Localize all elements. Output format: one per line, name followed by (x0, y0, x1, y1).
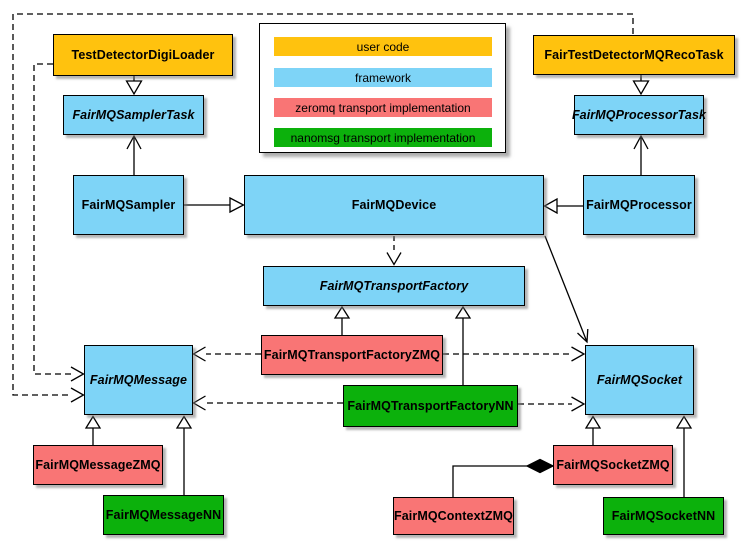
edge-digiloader-message-dependency (33, 63, 85, 382)
edge-socketzmq-socket-inheritance (584, 415, 602, 445)
edge-processor-device-inheritance (543, 197, 583, 215)
node-fairmq-context-zmq: FairMQContextZMQ (393, 497, 514, 535)
node-fairmq-device: FairMQDevice (244, 175, 544, 235)
node-label: FairMQMessageZMQ (35, 458, 161, 472)
edge-digiloader-samplertask-inheritance (125, 76, 143, 96)
node-label: FairMQTransportFactoryZMQ (263, 348, 441, 362)
edge-device-socket-association (544, 235, 589, 344)
node-fairmq-message-zmq: FairMQMessageZMQ (33, 445, 163, 485)
node-label: FairMQProcessor (586, 198, 692, 212)
edge-messagezmq-message-inheritance (84, 415, 102, 445)
edge-recotask-processortask-inheritance (632, 75, 650, 96)
node-label: FairMQSocketZMQ (556, 458, 670, 472)
node-label: FairMQSampler (81, 198, 176, 212)
edge-factoryzmq-message-dependency (192, 346, 261, 362)
legend-item-user-code: user code (274, 37, 492, 56)
edge-processor-processortask-association (633, 134, 649, 175)
edge-factorynn-factory-inheritance (454, 305, 472, 385)
edge-socketnn-socket-inheritance (675, 415, 693, 497)
node-label: FairMQSocket (596, 373, 683, 387)
node-fairmq-processor: FairMQProcessor (583, 175, 695, 235)
node-label: FairTestDetectorMQRecoTask (544, 48, 724, 62)
node-label: FairMQTransportFactoryNN (347, 399, 514, 413)
node-label: FairMQMessageNN (105, 508, 222, 522)
edge-socketzmq-contextzmq-composition (452, 458, 555, 497)
node-fairmq-message-nn: FairMQMessageNN (103, 495, 224, 535)
node-fairmq-message: FairMQMessage (84, 345, 193, 415)
edge-messagenn-message-inheritance (175, 415, 193, 495)
node-label: FairMQMessage (89, 373, 188, 387)
edge-recotask-message-dependency (12, 13, 634, 403)
legend-label: user code (356, 39, 410, 54)
node-fairmq-processor-task: FairMQProcessorTask (571, 95, 707, 135)
edge-factorynn-message-dependency (192, 395, 343, 411)
node-label: FairMQProcessorTask (571, 108, 707, 122)
node-test-detector-digi-loader: TestDetectorDigiLoader (53, 34, 233, 76)
edge-sampler-samplertask-association (126, 134, 142, 175)
node-fairmq-transport-factory-zmq: FairMQTransportFactoryZMQ (261, 335, 443, 375)
node-fairmq-socket-nn: FairMQSocketNN (603, 497, 724, 535)
edge-factoryzmq-socket-dependency (443, 346, 586, 362)
node-fairmq-socket-zmq: FairMQSocketZMQ (553, 445, 673, 485)
edge-factoryzmq-factory-inheritance (333, 305, 351, 335)
node-fairmq-socket: FairMQSocket (585, 345, 694, 415)
node-fairmq-transport-factory: FairMQTransportFactory (263, 266, 525, 306)
node-label: FairMQDevice (351, 198, 437, 212)
node-label: FairMQContextZMQ (394, 509, 513, 523)
node-label: TestDetectorDigiLoader (71, 48, 215, 62)
node-label: FairMQTransportFactory (319, 279, 469, 293)
legend-label: framework (354, 70, 411, 85)
edge-factorynn-socket-dependency (518, 396, 586, 412)
node-label: FairMQSocketNN (611, 509, 716, 523)
node-fairmq-sampler-task: FairMQSamplerTask (63, 95, 204, 135)
legend-label: nanomsg transport implementation (290, 130, 476, 145)
legend-box: user code framework zeromq transport imp… (259, 23, 506, 153)
legend-label: zeromq transport implementation (295, 100, 471, 115)
edge-sampler-device-inheritance (184, 196, 245, 214)
legend-item-framework: framework (274, 68, 492, 87)
edge-device-transportfactory-dependency (386, 236, 402, 266)
node-fair-test-detector-mq-reco-task: FairTestDetectorMQRecoTask (533, 35, 735, 75)
legend-item-nanomsg: nanomsg transport implementation (274, 128, 492, 147)
legend-item-zeromq: zeromq transport implementation (274, 98, 492, 117)
node-label: FairMQSamplerTask (72, 108, 195, 122)
node-fairmq-transport-factory-nn: FairMQTransportFactoryNN (343, 385, 518, 427)
node-fairmq-sampler: FairMQSampler (73, 175, 184, 235)
